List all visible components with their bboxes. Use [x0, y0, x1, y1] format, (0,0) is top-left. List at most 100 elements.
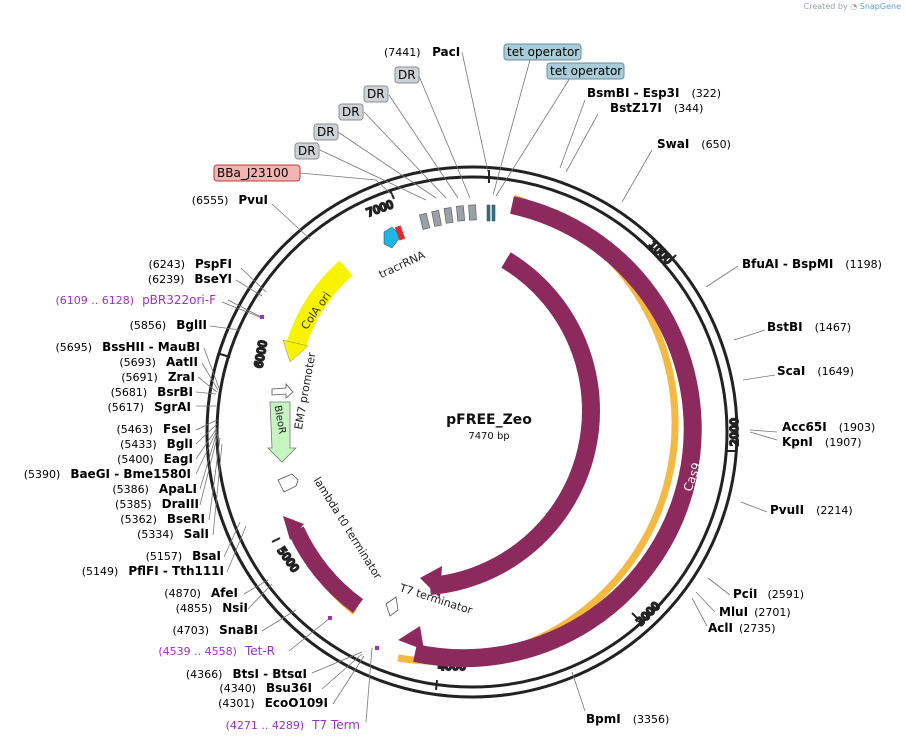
svg-text:(6555)PvuI: (6555)PvuI: [192, 193, 268, 207]
bleor-label: BleoR: [272, 405, 288, 435]
cas9-outer-arrow[interactable]: Cas9: [398, 196, 704, 668]
svg-text:(4271 .. 4289)T7 Term: (4271 .. 4289) T7 Term: [226, 718, 360, 732]
svg-text:(6243)PspFI: (6243)PspFI: [148, 257, 232, 271]
site-name: ScaI: [777, 364, 805, 378]
svg-text:MluI(2701): MluI (2701): [719, 605, 791, 619]
svg-text:(6239)BseYI: (6239)BseYI: [148, 272, 232, 286]
site-pos: (344): [674, 102, 704, 115]
site-pos: (7441): [384, 46, 421, 59]
svg-text:(6109 .. 6128)pBR322ori-F: (6109 .. 6128) pBR322ori-F: [56, 293, 217, 307]
site-name: PvuII: [770, 503, 804, 517]
svg-text:BpmI(3356): BpmI (3356): [586, 712, 669, 726]
svg-text:(7441) PacI: (7441) PacI: [384, 45, 460, 59]
svg-text:KpnI(1907): KpnI (1907): [782, 435, 861, 449]
svg-text:BstBI(1467): BstBI (1467): [767, 320, 851, 334]
svg-text:BsmBI - Esp3I(322): BsmBI - Esp3I (322): [587, 86, 721, 100]
tick-label: 6000: [252, 339, 270, 369]
primer-range: (4539 .. 4558): [158, 645, 237, 658]
site-pos: (1467): [815, 321, 852, 334]
dr-box-1: DR: [398, 68, 416, 82]
svg-text:(5856)BglII: (5856)BglII: [130, 318, 207, 332]
svg-text:(5433)BglI: (5433)BglI: [120, 437, 193, 451]
svg-text:PvuII(2214): PvuII (2214): [770, 503, 853, 517]
site-name: MluI: [719, 605, 748, 619]
svg-text:(5157)BsaI: (5157)BsaI: [146, 549, 221, 563]
site-pos: (322): [691, 87, 721, 100]
svg-text:(5390)BaeGI - Bme1580I: (5390)BaeGI - Bme1580I: [24, 467, 191, 481]
site-name: BfuAI - BspMI: [742, 257, 833, 271]
tick-label: 7000: [365, 198, 396, 220]
sites-right: (7441) PacI BsmBI - Esp3I (322) BstZ17I (3…: [384, 45, 882, 726]
site-name: AclI: [708, 621, 733, 635]
cola-ori-arrow[interactable]: ColA ori: [282, 260, 353, 363]
site-pos: (1198): [845, 258, 882, 271]
dr-box-4: DR: [317, 125, 335, 139]
svg-text:(4855)NsiI: (4855)NsiI: [176, 601, 248, 615]
dr-box-3: DR: [342, 105, 360, 119]
bba-j23100-box: BBa_J23100: [217, 166, 289, 180]
leader-lines: [195, 51, 778, 723]
svg-text:(5693)AatII: (5693)AatII: [119, 355, 198, 369]
bleor-arrow[interactable]: BleoR: [267, 401, 297, 463]
dr-box-5: DR: [298, 144, 316, 158]
primer-range: (6109 .. 6128): [56, 294, 135, 307]
snapgene-watermark: Created by ◔ SnapGene: [803, 2, 901, 11]
tracrrna-label: tracrRNA: [377, 248, 428, 281]
svg-text:BstZ17I(344): BstZ17I (344): [610, 101, 703, 115]
primer-name: pBR322ori-F: [142, 293, 216, 307]
svg-text:(4703)SnaBI: (4703)SnaBI: [173, 623, 258, 637]
primer-markers: [260, 315, 379, 650]
tick-label: 1000: [646, 238, 675, 267]
svg-text:(4870)AfeI: (4870)AfeI: [164, 586, 238, 600]
svg-text:(4301)EcoO109I: (4301)EcoO109I: [218, 696, 328, 710]
site-pos: (1903): [839, 421, 876, 434]
svg-text:SwaI(650): SwaI(650): [657, 137, 731, 151]
svg-text:(5385)DraIII: (5385)DraIII: [115, 497, 199, 511]
sites-left: (6555)PvuI (6243)PspFI (6239)BseYI (5856…: [24, 193, 328, 710]
tick-label: 2000: [728, 418, 741, 446]
svg-text:BfuAI - BspMI(1198): BfuAI - BspMI (1198): [742, 257, 882, 271]
svg-text:(4539 .. 4558)Tet-R: (4539 .. 4558) Tet-R: [158, 644, 275, 658]
em7-label: EM7 promoter: [292, 351, 318, 431]
dr-box-2: DR: [367, 87, 385, 101]
site-name: BsmBI - Esp3I: [587, 86, 679, 100]
site-pos: (3356): [633, 713, 670, 726]
primer-labels: (6109 .. 6128) pBR322ori-F (4539 .. 4558)…: [56, 293, 361, 732]
primer-name: T7 Term: [311, 718, 360, 732]
site-pos: (2701): [754, 606, 791, 619]
site-name: BstBI: [767, 320, 803, 334]
plasmid-name: pFREE_Zeo: [446, 412, 532, 428]
site-pos: (1907): [825, 436, 862, 449]
repeat-blocks: [419, 204, 496, 230]
site-pos: (2214): [816, 504, 853, 517]
svg-text:(5149)PflFI - Tth111I: (5149)PflFI - Tth111I: [82, 564, 224, 578]
site-name: PacI: [432, 45, 460, 59]
tracrrna-feature[interactable]: tracrRNA: [377, 225, 428, 281]
boxed-labels: tet operator tet operator DR DR DR DR DR…: [213, 43, 625, 182]
site-name: BstZ17I: [610, 101, 662, 115]
svg-text:(5681)BsrBI: (5681)BsrBI: [111, 385, 193, 399]
site-name: SwaI: [657, 137, 689, 151]
svg-text:(5617)SgrAI: (5617)SgrAI: [108, 400, 191, 414]
svg-text:(5691)ZraI: (5691)ZraI: [121, 370, 195, 384]
site-name: PciI: [733, 587, 758, 601]
tick-label: 3000: [634, 599, 663, 628]
cas9-inner-label: Cas9: [633, 454, 656, 487]
site-name: Acc65I: [782, 420, 827, 434]
tet-operator-2: tet operator: [550, 64, 622, 78]
site-name: KpnI: [782, 435, 813, 449]
primer-name: Tet-R: [244, 644, 275, 658]
svg-text:PciI(2591): PciI(2591): [733, 587, 804, 601]
svg-text:Acc65I(1903): Acc65I (1903): [782, 420, 875, 434]
svg-text:(5334)SalI: (5334)SalI: [137, 527, 209, 541]
site-pos: (2735): [739, 622, 776, 635]
svg-text:(5695)BssHII - MauBI: (5695)BssHII - MauBI: [55, 340, 200, 354]
svg-text:ScaI(1649): ScaI(1649): [777, 364, 854, 378]
primer-range: (4271 .. 4289): [226, 719, 305, 732]
svg-text:(4340)Bsu36I: (4340)Bsu36I: [219, 681, 312, 695]
snapgene-logo-icon: ◔: [850, 2, 858, 11]
cas9-inner-arrow[interactable]: Cas9: [420, 252, 656, 598]
site-name: BpmI: [586, 712, 621, 726]
svg-text:(4366)BtsI - BtsαI: (4366)BtsI - BtsαI: [186, 667, 307, 681]
